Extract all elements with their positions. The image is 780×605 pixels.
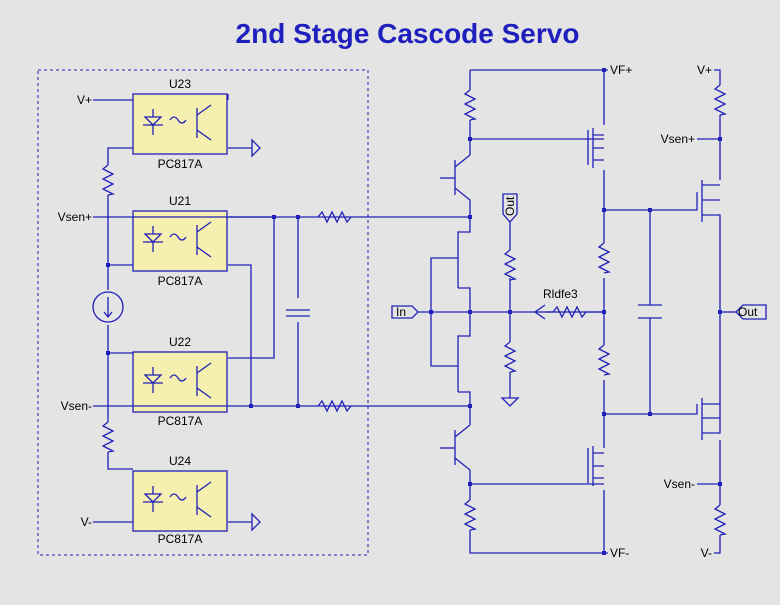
label-vf-plus: VF+ <box>610 63 632 77</box>
resistor-rldfe3 <box>545 305 604 319</box>
resistor-feedback-top <box>503 249 517 281</box>
resistor-vsen-plus <box>317 210 352 224</box>
left-junctions <box>106 215 300 408</box>
resistor-right-top <box>713 84 727 116</box>
in-port <box>391 305 431 319</box>
left-wiring <box>93 94 470 523</box>
opto-u23-ref: U23 <box>169 77 191 91</box>
label-vplus-left: V+ <box>77 93 92 107</box>
resistor-right-upper <box>597 242 611 274</box>
resistor-vsen-minus <box>317 399 352 413</box>
opto-u21: U21 PC817A <box>132 194 228 288</box>
opto-u21-part: PC817A <box>158 274 203 288</box>
ground-arrow-u24 <box>251 512 261 532</box>
resistor-feedback-bottom <box>503 341 517 373</box>
out-port-top <box>502 193 518 223</box>
opto-u22-part: PC817A <box>158 414 203 428</box>
label-vsen-minus-left: Vsen- <box>61 399 92 413</box>
label-vsen-plus-left: Vsen+ <box>58 210 92 224</box>
resistor-right-bottom <box>713 504 727 536</box>
label-vminus-right: V- <box>701 546 712 560</box>
opto-u24-ref: U24 <box>169 454 191 468</box>
opto-u24-part: PC817A <box>158 532 203 546</box>
right-junctions <box>429 68 722 555</box>
current-source <box>92 291 124 323</box>
ground-symbol <box>500 397 520 407</box>
out-port-right <box>735 304 767 320</box>
resistor-right-lower <box>597 344 611 376</box>
label-vsen-plus-right: Vsen+ <box>661 132 695 146</box>
ground-arrow-u23 <box>251 138 261 158</box>
resistor-bottom-left-mid <box>463 499 477 531</box>
opto-u24: U24 PC817A <box>132 454 228 546</box>
rldfe3-arrow <box>533 304 546 320</box>
label-out-top: Out <box>503 196 517 216</box>
opto-u22: U22 PC817A <box>132 335 228 428</box>
label-vminus-left: V- <box>81 515 92 529</box>
middle-wiring <box>430 69 662 554</box>
label-vsen-minus-right: Vsen- <box>664 477 695 491</box>
opto-u22-ref: U22 <box>169 335 191 349</box>
label-rldfe3: Rldfe3 <box>543 287 578 301</box>
opto-u23: U23 PC817A <box>132 77 228 171</box>
label-in: In <box>396 305 406 319</box>
opto-u23-part: PC817A <box>158 157 203 171</box>
label-vplus-right: V+ <box>697 63 712 77</box>
label-out-right: Out <box>738 305 758 319</box>
resistor-top-left-mid <box>463 89 477 121</box>
current-source-arrow <box>103 297 113 319</box>
schematic-title: 2nd Stage Cascode Servo <box>235 18 580 49</box>
opto-u21-ref: U21 <box>169 194 191 208</box>
isolation-boundary <box>37 69 369 556</box>
label-vf-minus: VF- <box>610 546 629 560</box>
